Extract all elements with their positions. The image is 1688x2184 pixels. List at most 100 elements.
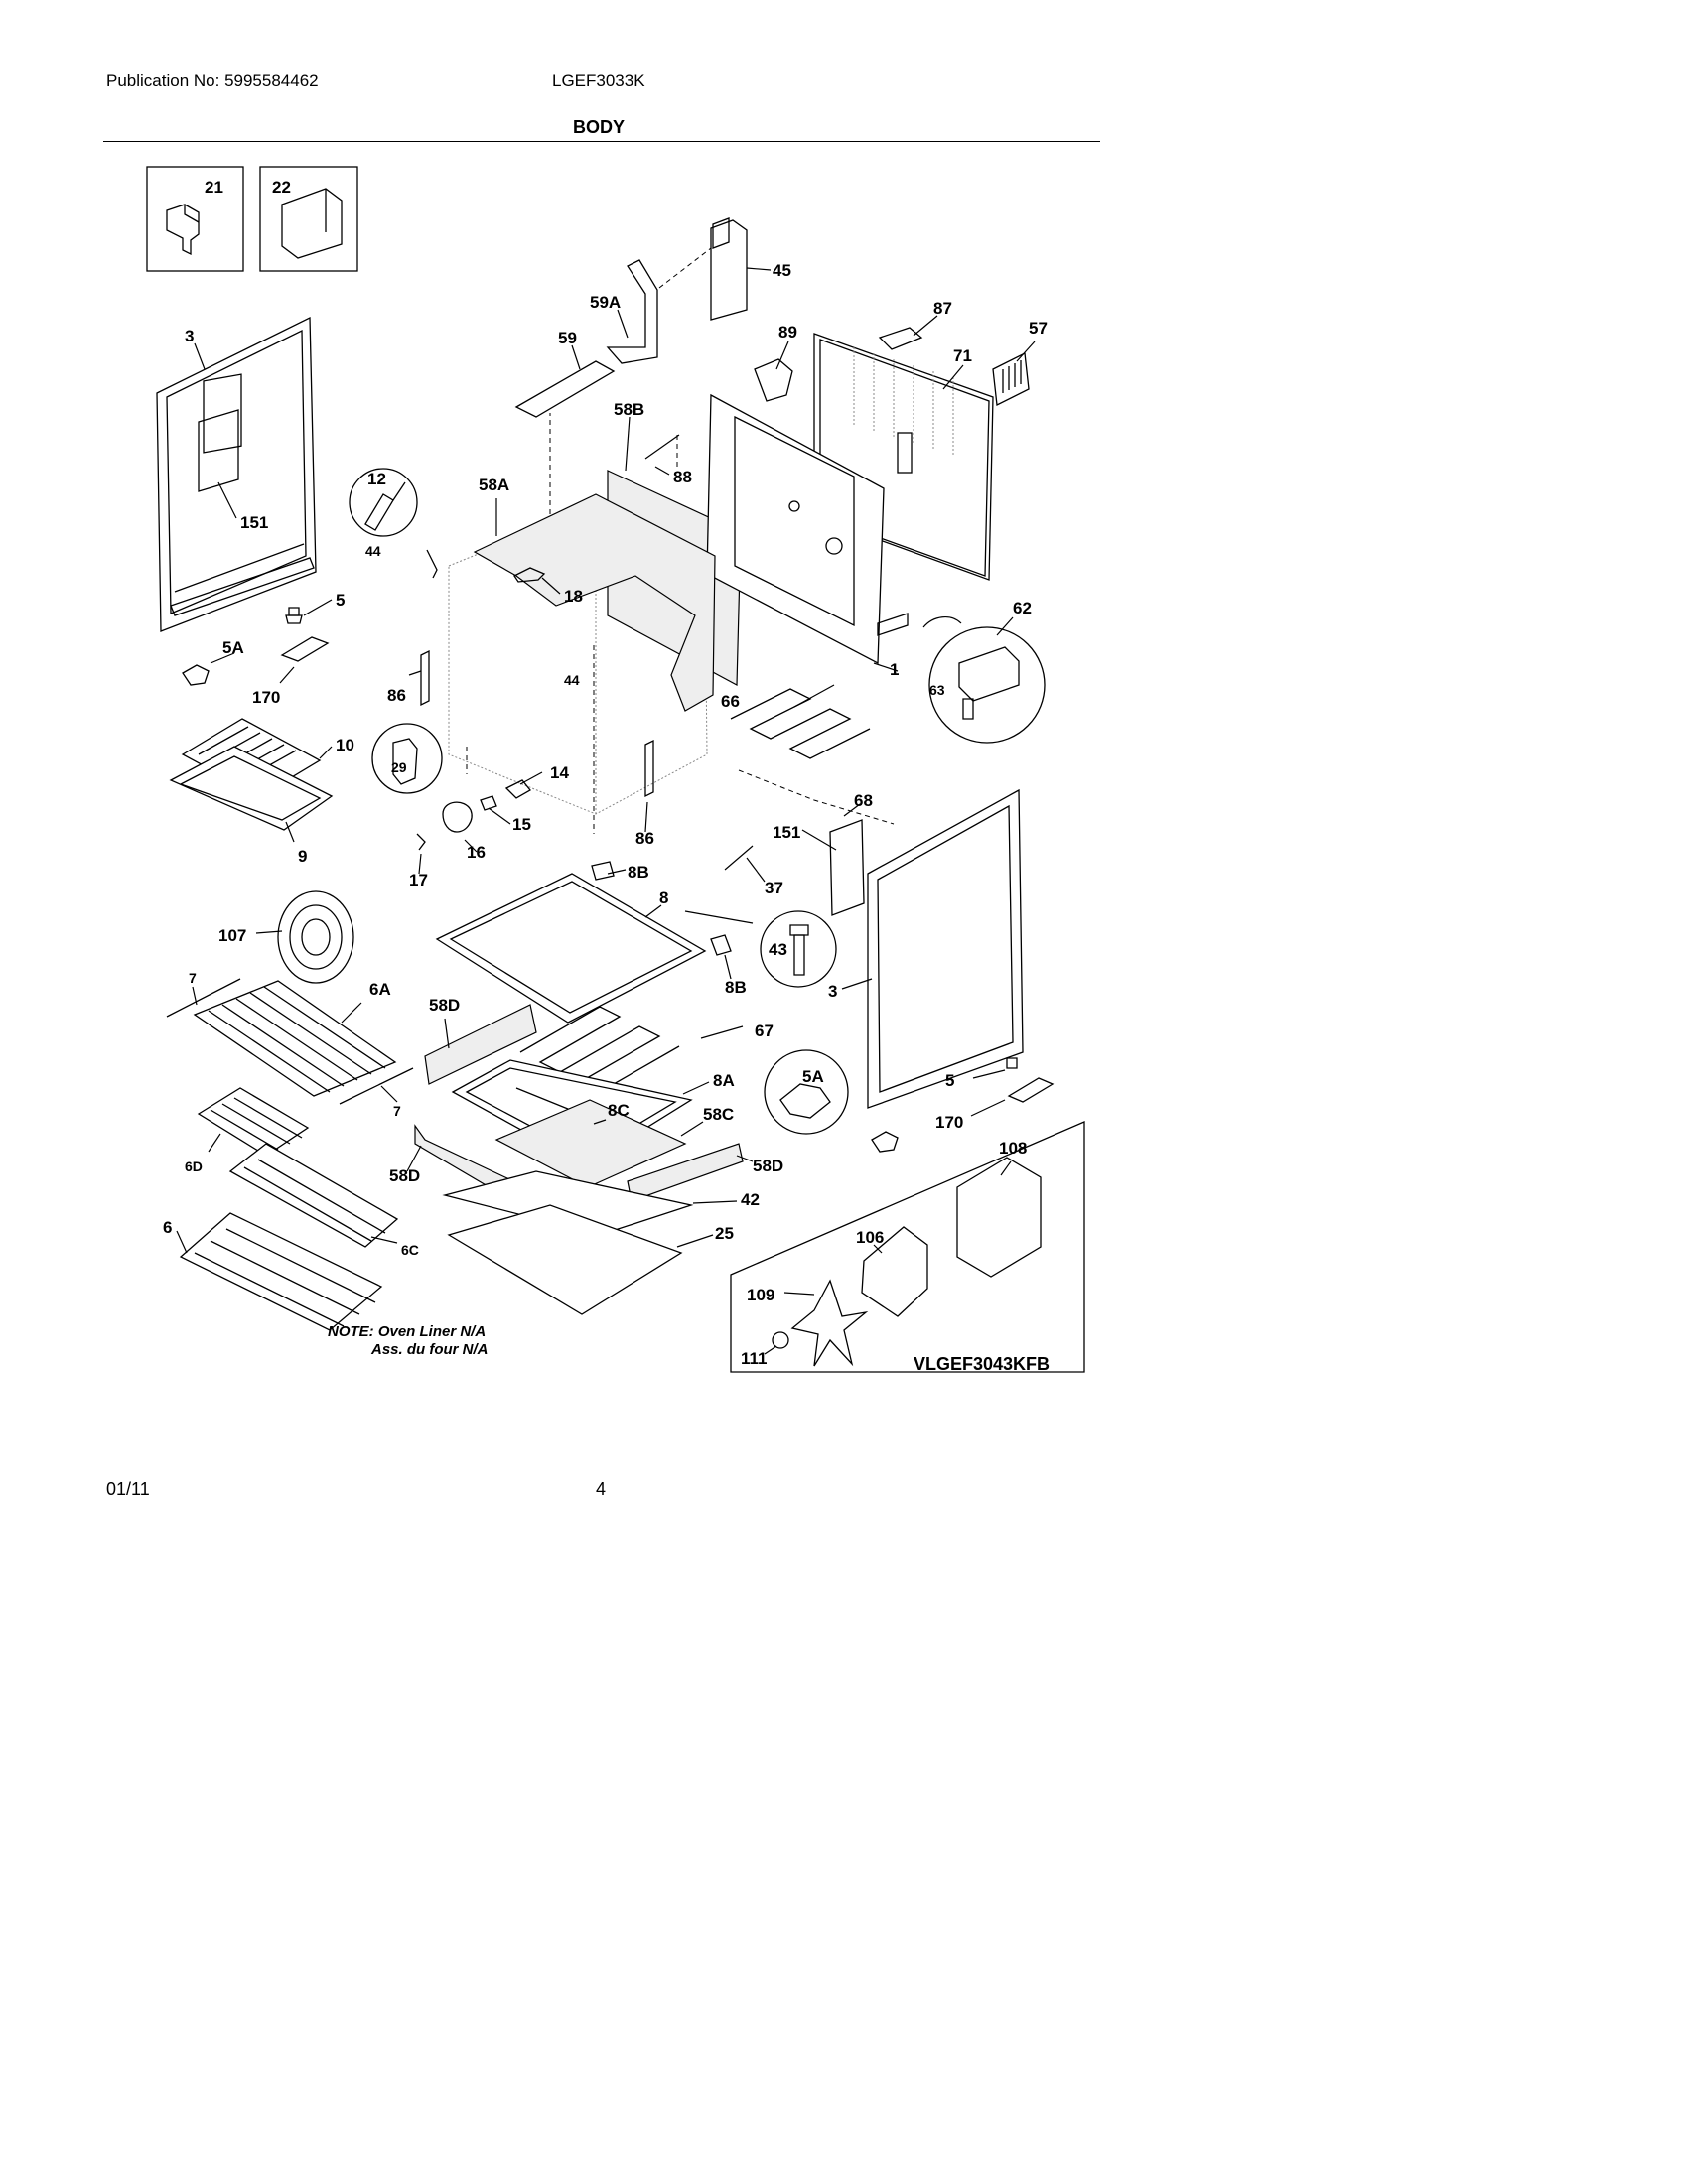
- rack-6D: [197, 1087, 310, 1157]
- leveling-foot-left: [182, 607, 330, 686]
- label-170-right: 170: [935, 1113, 963, 1132]
- label-63: 63: [929, 682, 945, 698]
- label-6A: 6A: [369, 980, 391, 999]
- thermostat-sensor-18: [513, 567, 546, 583]
- label-21: 21: [205, 178, 223, 197]
- hinge-receptacle-86-left: [420, 649, 430, 707]
- label-66: 66: [721, 692, 740, 711]
- label-106: 106: [856, 1228, 884, 1247]
- label-109: 109: [747, 1286, 774, 1304]
- oven-liner-note-line1: NOTE: Oven Liner N/A: [328, 1323, 486, 1340]
- side-panel-right: [867, 788, 1024, 1109]
- label-44-center: 44: [564, 672, 580, 688]
- label-62: 62: [1013, 599, 1032, 617]
- label-1: 1: [890, 660, 899, 679]
- label-59: 59: [558, 329, 577, 347]
- header-rule: [103, 141, 1100, 142]
- label-86-left: 86: [387, 686, 406, 705]
- label-8B-top: 8B: [628, 863, 649, 882]
- label-88: 88: [673, 468, 692, 486]
- label-5A-right: 5A: [802, 1067, 824, 1086]
- rack-support-7-left: [166, 978, 241, 1018]
- label-5-left: 5: [336, 591, 345, 610]
- label-37: 37: [765, 879, 783, 897]
- oven-liner-note-line2: Ass. du four N/A: [370, 1341, 489, 1358]
- label-12: 12: [367, 470, 386, 488]
- bottom-panel-25: [447, 1204, 683, 1315]
- label-6D: 6D: [185, 1159, 203, 1174]
- footer-page-number: 4: [596, 1479, 607, 1499]
- rack-6A: [193, 980, 397, 1097]
- inset-box-21: [146, 166, 244, 272]
- rack-support-7-right: [339, 1067, 414, 1105]
- inset-circle-12: [349, 468, 438, 579]
- label-71: 71: [953, 346, 972, 365]
- label-7-right: 7: [393, 1103, 401, 1119]
- bracket-8B-side: [710, 934, 732, 956]
- label-45: 45: [773, 261, 791, 280]
- side-panel-left: [156, 316, 317, 632]
- label-42: 42: [741, 1190, 760, 1209]
- leader-lines: [176, 267, 1036, 1355]
- oven-cavity: [448, 493, 716, 815]
- probe-37: [724, 845, 754, 871]
- label-9: 9: [298, 847, 307, 866]
- label-16: 16: [467, 843, 486, 862]
- footer-date: 01/11: [106, 1479, 150, 1499]
- inset-circle-5A-right: [764, 1049, 899, 1153]
- label-6C: 6C: [401, 1242, 419, 1258]
- inset-circle-62-63: [877, 613, 1046, 744]
- insulation-58C: [494, 1099, 687, 1188]
- label-87: 87: [933, 299, 952, 318]
- label-58B: 58B: [614, 400, 644, 419]
- inset-circle-29: [371, 723, 443, 794]
- label-8C: 8C: [608, 1101, 630, 1120]
- label-3-right: 3: [828, 982, 837, 1001]
- label-86-right: 86: [635, 829, 654, 848]
- label-151-right: 151: [773, 823, 800, 842]
- vent-duct-group: [514, 217, 748, 418]
- rack-6: [179, 1212, 383, 1331]
- inset-box-22: [259, 166, 358, 272]
- oven-light-assembly: [416, 779, 531, 851]
- label-151-left: 151: [240, 513, 268, 532]
- label-5A-left: 5A: [222, 638, 244, 657]
- label-22: 22: [272, 178, 291, 197]
- convection-kit-inset: [730, 1121, 1085, 1373]
- label-108: 108: [999, 1139, 1027, 1158]
- broiler-pan-9: [169, 746, 334, 831]
- label-18: 18: [564, 587, 583, 606]
- label-58A: 58A: [479, 476, 509, 494]
- hinge-receptacle-86-right: [644, 739, 654, 798]
- label-7-left: 7: [189, 970, 197, 986]
- label-10: 10: [336, 736, 354, 754]
- label-8: 8: [659, 888, 668, 907]
- label-107: 107: [218, 926, 246, 945]
- section-title: BODY: [573, 117, 626, 137]
- label-6: 6: [163, 1218, 172, 1237]
- oven-bottom-8: [435, 873, 707, 1024]
- label-17: 17: [409, 871, 428, 889]
- publication-number: Publication No: 5995584462: [106, 71, 319, 90]
- label-170-left: 170: [252, 688, 280, 707]
- label-8A: 8A: [713, 1071, 735, 1090]
- label-59A: 59A: [590, 293, 621, 312]
- label-58D-left: 58D: [389, 1166, 420, 1185]
- label-25: 25: [715, 1224, 734, 1243]
- label-5-right: 5: [945, 1071, 954, 1090]
- label-67: 67: [755, 1022, 774, 1040]
- exploded-parts-diagram: 21 22 3 151 5 5A 170 10 9 107 45 59A 59 …: [146, 166, 1085, 1374]
- bracket-8B-top: [591, 861, 615, 881]
- label-14: 14: [550, 763, 569, 782]
- rear-panel-1: [706, 393, 885, 665]
- label-111: 111: [741, 1349, 768, 1368]
- wire-68: [738, 769, 895, 825]
- wire-88: [644, 434, 680, 460]
- broil-element-66: [730, 684, 871, 759]
- bracket-89: [754, 358, 793, 402]
- label-58D-top: 58D: [429, 996, 460, 1015]
- bracket-151-right: [829, 819, 865, 916]
- bracket-87: [878, 327, 923, 350]
- convection-fan-cover-107: [277, 890, 354, 984]
- label-57: 57: [1029, 319, 1048, 338]
